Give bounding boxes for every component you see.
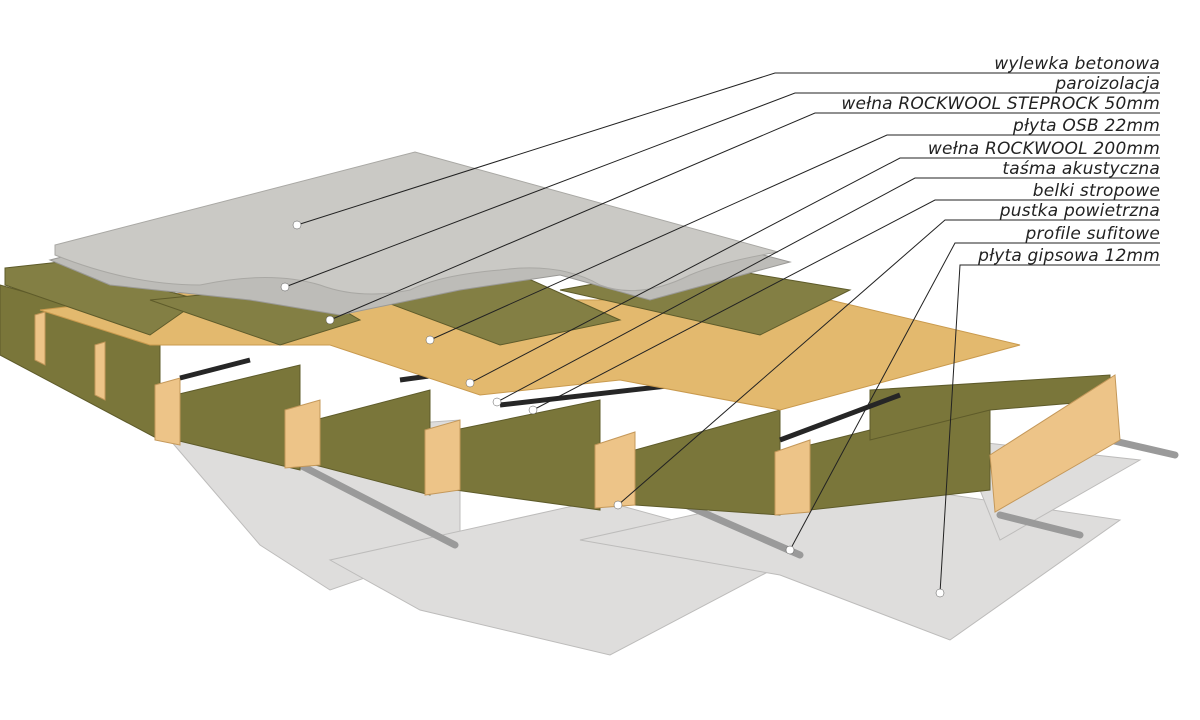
label-vapour-barrier: paroizolacja [1055,74,1160,94]
leader-lines [284,72,1160,594]
leader-dots [280,220,945,598]
floor-beams [34,311,1121,516]
label-floor-beams: belki stropowe [1032,181,1160,201]
label-ceiling-profiles: profile sufitowe [1025,224,1160,244]
wool-200mm [0,284,1111,516]
label-concrete-screed: wylewka betonowa [994,54,1160,74]
concrete-screed [54,151,779,295]
label-wool-steprock: wełna ROCKWOOL STEPROCK 50mm [841,94,1160,114]
label-wool-200mm: wełna ROCKWOOL 200mm [927,139,1160,159]
label-osb: płyta OSB 22mm [1012,116,1160,136]
label-air-gap: pustka powietrzna [999,201,1160,221]
label-gypsum-board: płyta gipsowa 12mm [978,246,1160,266]
label-acoustic-tape: taśma akustyczna [1002,159,1160,179]
